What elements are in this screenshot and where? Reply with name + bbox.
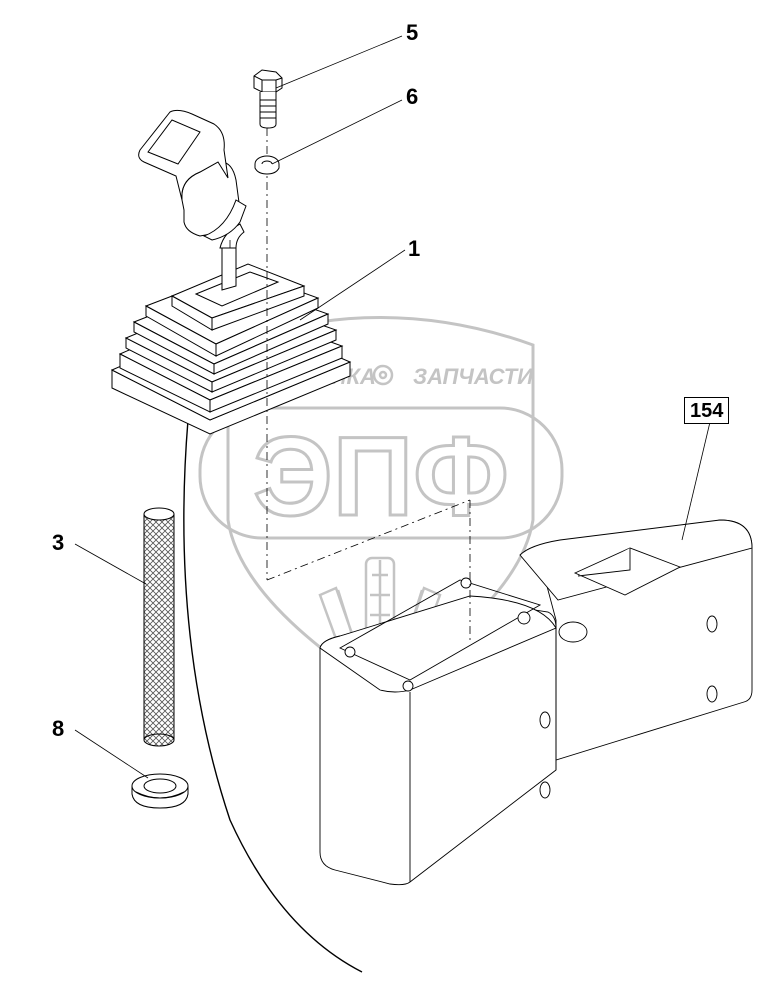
callout-lever: 1 [408,236,421,261]
control-cable [183,419,363,973]
callout-washer: 6 [406,84,419,109]
leader-8 [74,729,149,779]
leader-154 [681,421,711,541]
console-housing [319,519,753,886]
bolt [253,69,283,129]
leader-3 [74,543,147,585]
braided-sleeve [143,507,175,747]
callout-grommet: 8 [52,716,65,741]
leader-1 [299,249,406,321]
lever-boot [110,263,352,435]
watermark-text-right: ЗАПЧАСТИ [413,364,534,389]
callout-bolt: 5 [406,20,419,45]
callout-console: 154 [684,397,730,424]
watermark-logo-frame [198,406,564,540]
leader-5 [275,35,403,89]
washer [254,155,280,175]
callout-sleeve: 3 [52,530,65,555]
lever-handle [138,109,247,291]
watermark-gear-icon [372,364,394,386]
grommet [131,773,189,809]
watermark-logo-text: ЭПФ [253,414,509,539]
leader-lines [74,35,711,779]
assembly-lines [229,128,471,640]
leader-6 [271,99,403,165]
